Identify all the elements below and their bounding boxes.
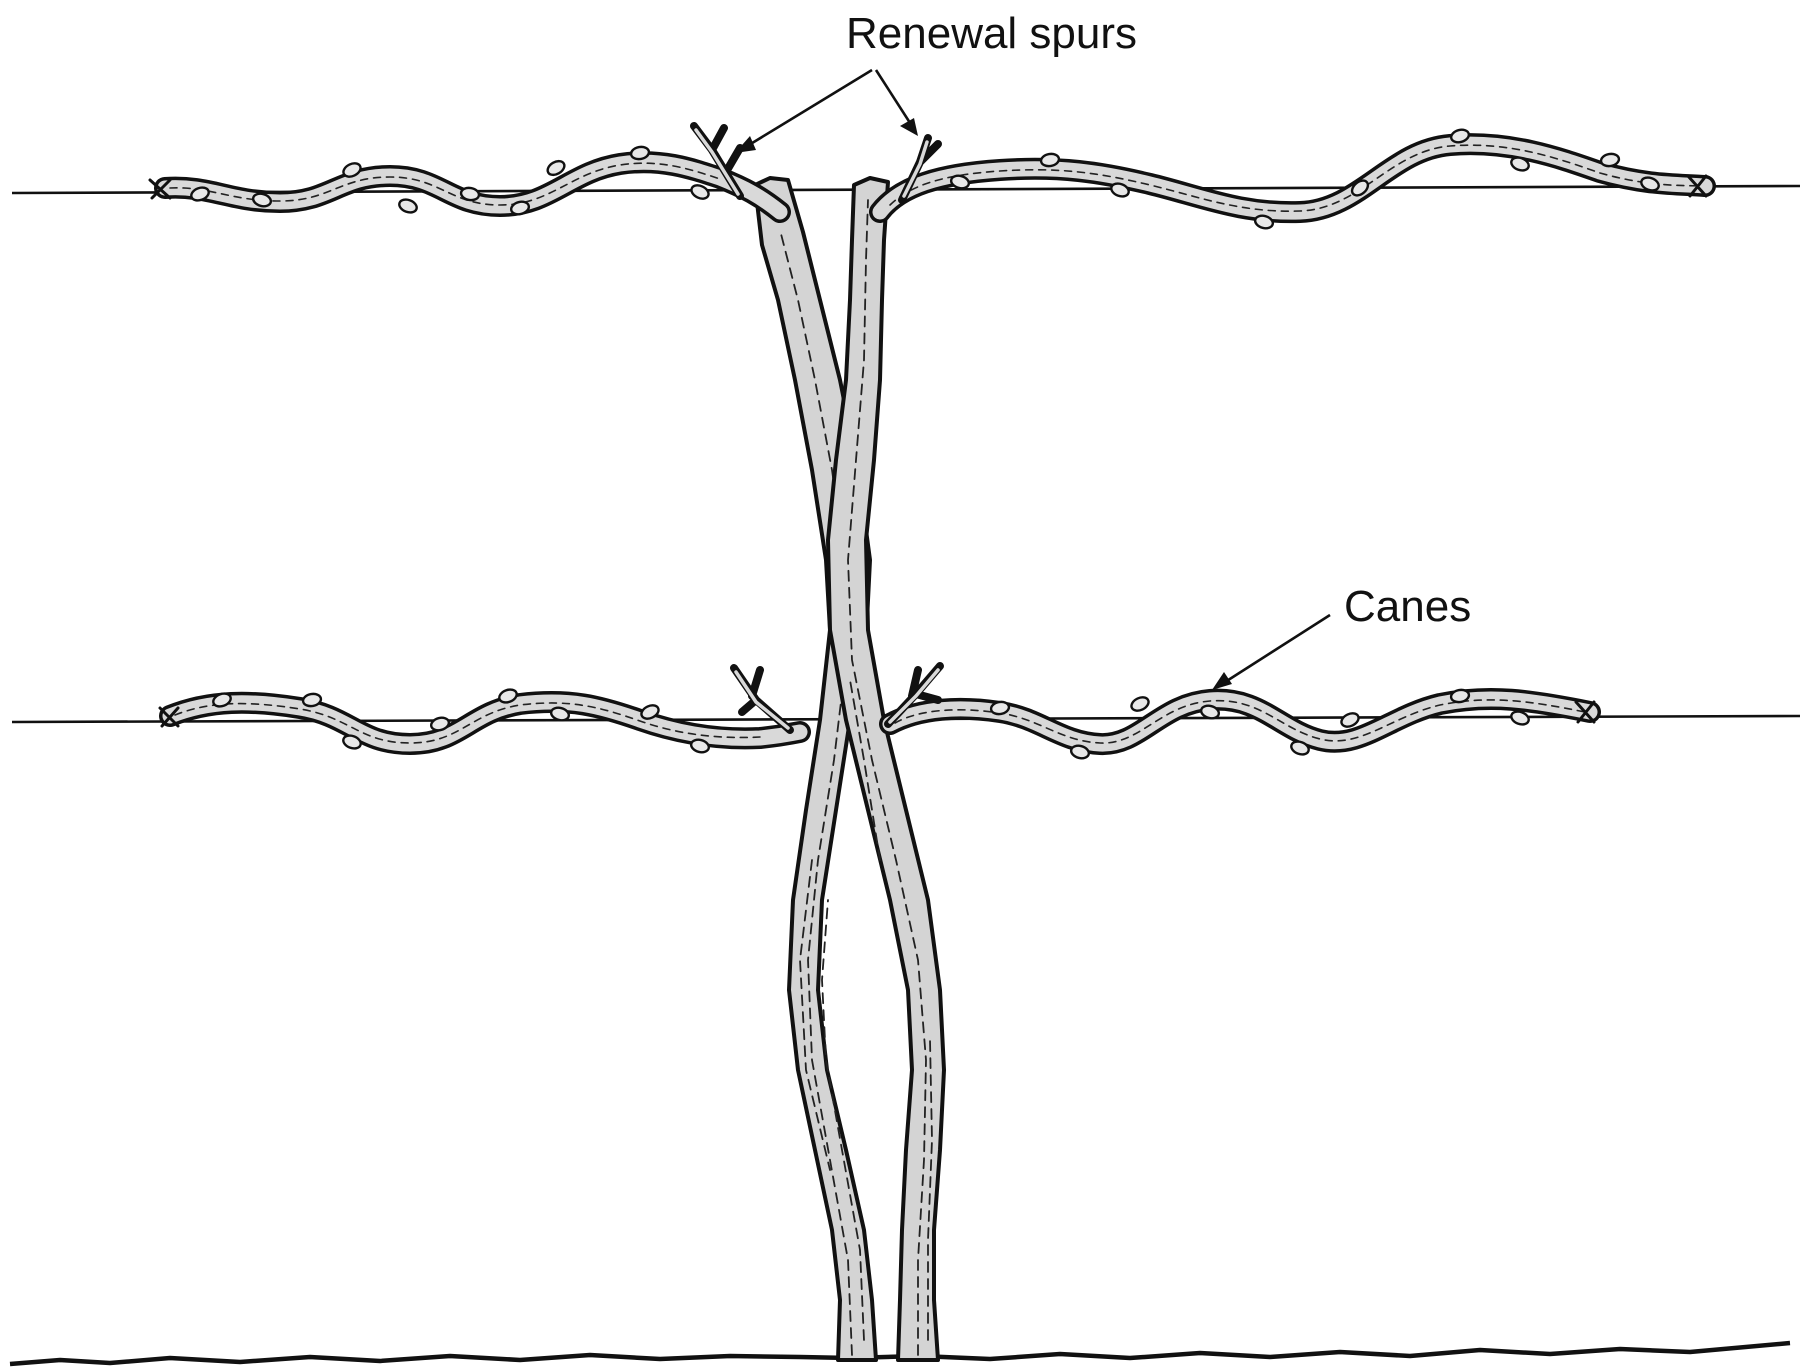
arrow-renewal-spurs-right	[876, 70, 918, 136]
label-renewal-spurs: Renewal spurs	[846, 12, 1137, 56]
arrow-canes	[1212, 615, 1330, 690]
cane-top-right	[880, 144, 1705, 212]
buds	[189, 128, 1660, 760]
arrow-renewal-spurs-left	[735, 70, 872, 153]
label-canes: Canes	[1344, 585, 1471, 629]
wire-ties	[150, 176, 1706, 726]
